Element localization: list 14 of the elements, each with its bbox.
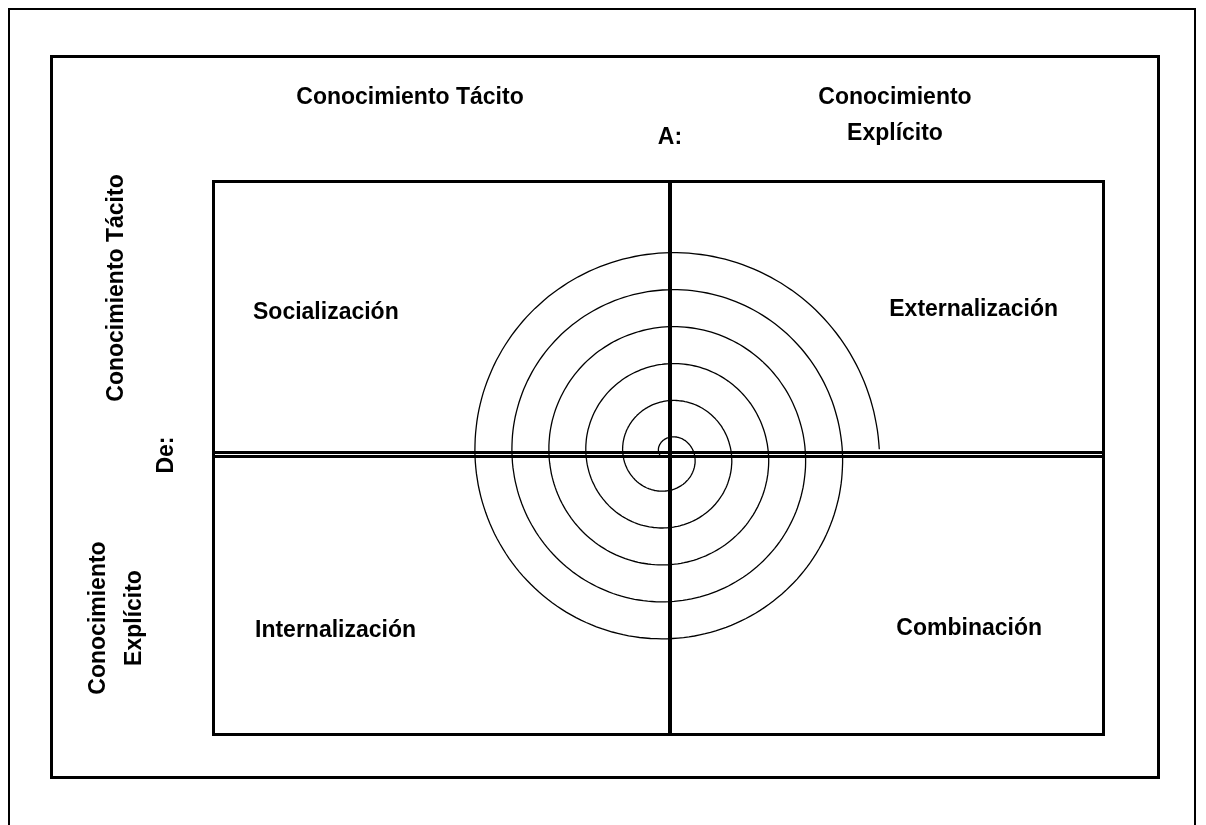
axis-label: A: xyxy=(656,122,684,151)
quadrant-box xyxy=(212,180,672,458)
quadrant-box xyxy=(212,451,672,736)
quadrant-label: Externalización xyxy=(889,295,1058,322)
axis-label: Conocimiento Explícito xyxy=(817,82,973,147)
quadrant-box xyxy=(668,451,1105,736)
quadrant-label: Socialización xyxy=(253,298,399,325)
axis-label: Conocimiento Explícito xyxy=(83,540,147,697)
quadrant-label: Combinación xyxy=(896,614,1042,641)
quadrant-box xyxy=(668,180,1105,458)
axis-label: Conocimiento Tácito xyxy=(295,82,525,111)
axis-label: De: xyxy=(151,435,179,476)
quadrant-label: Internalización xyxy=(255,616,417,643)
axis-label: Conocimiento Tácito xyxy=(101,173,129,404)
